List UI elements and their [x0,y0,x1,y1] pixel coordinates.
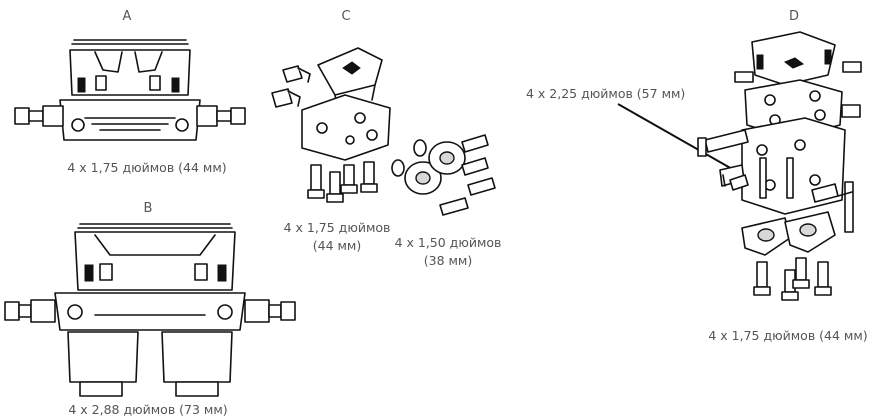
assembly-b-flanges [67,331,233,397]
assembly-d-valves [697,129,854,233]
assembly-d-manifold [741,117,846,215]
assembly-d-bracket [734,31,862,86]
assembly-d-bolts [753,257,832,301]
assembly-d-flanges [741,211,836,256]
assembly-c-block [301,94,391,161]
caption-d-bottom: 4 x 1,75 дюймов (44 мм) [708,328,867,343]
assembly-c-bolts [307,161,378,203]
label-d: D [789,9,799,24]
assembly-b-bracket [74,223,236,291]
assembly-a-bracket [69,39,191,96]
label-c: C [341,9,350,24]
assembly-d: D 4 x 2,25 дюймов (57 мм) [526,9,868,343]
caption-b: 4 x 2,88 дюймов (73 мм) [68,402,227,417]
caption-c2: 4 x 1,50 дюймов [395,235,502,250]
label-b: B [144,201,153,216]
caption-d-top: 4 x 2,25 дюймов (57 мм) [526,86,685,101]
caption-a: 4 x 1,75 дюймов (44 мм) [67,160,226,175]
assembly-b-fittings [4,299,296,323]
caption-c1-mm: (44 мм) [313,238,362,253]
label-a: A [123,9,132,24]
assembly-b-body [54,292,246,331]
assembly-a-body [59,99,201,141]
assembly-c-fittings [271,65,311,108]
assembly-c: C [271,9,502,268]
assembly-b: B 4 x 2,8 [4,201,296,417]
caption-c2-mm: (38 мм) [424,253,473,268]
assembly-a-fittings [14,105,246,127]
assembly-a: A 4 x 1,75 дюймов (44 мм) [14,9,246,175]
assembly-c-bracket [317,47,383,111]
caption-c1: 4 x 1,75 дюймов [284,220,391,235]
assembly-c-flanges [391,134,496,216]
